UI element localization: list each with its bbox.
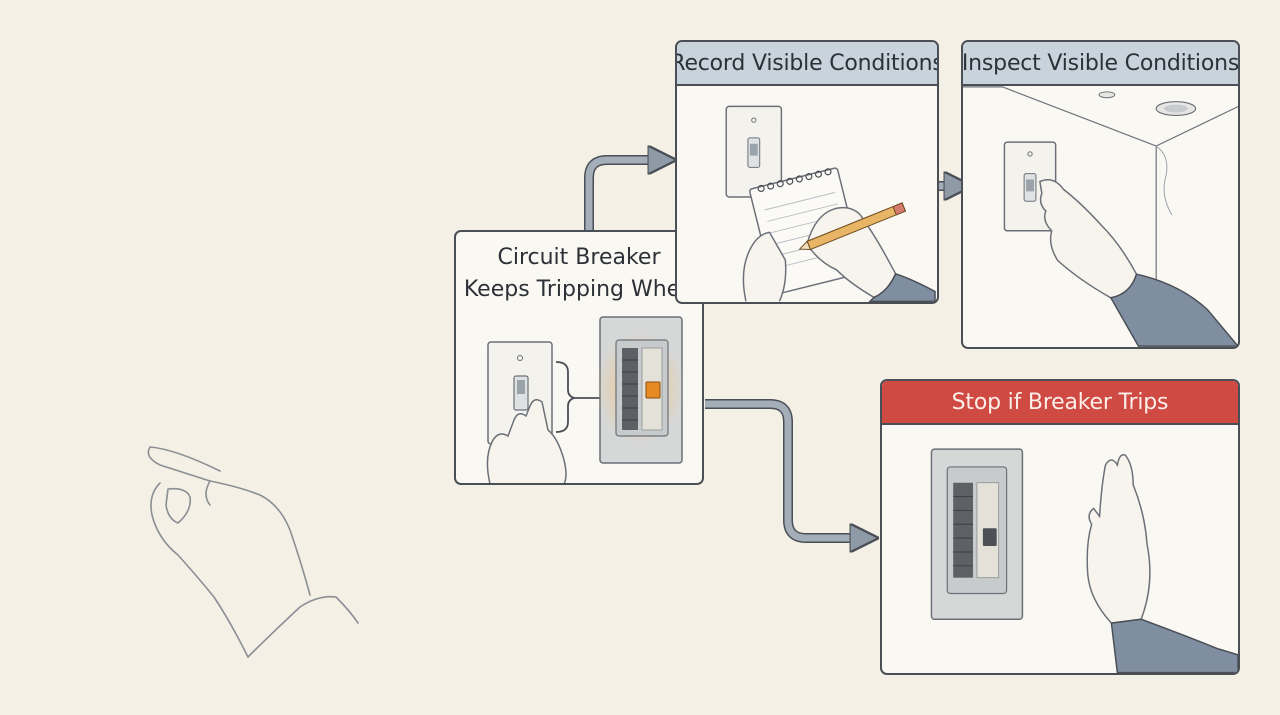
notepad-pencil-icon	[725, 105, 936, 302]
step-stop-panel: Stop if Breaker Trips	[880, 379, 1240, 675]
start-panel: Circuit Breaker Keeps Tripping When	[454, 230, 704, 485]
start-title-line-1: Circuit Breaker	[497, 245, 661, 270]
step-inspect-title: Inspect Visible Conditions	[963, 42, 1238, 86]
start-title: Circuit Breaker Keeps Tripping When	[456, 242, 702, 306]
step-inspect-panel: Inspect Visible Conditions	[961, 40, 1240, 349]
pointing-hand-icon	[147, 446, 359, 658]
stop-hand-icon	[930, 448, 1238, 673]
switch-to-breaker-illustration	[486, 316, 684, 483]
hand-on-switch-icon	[486, 399, 567, 483]
step-record-title: Record Visible Conditions	[677, 42, 937, 86]
switch-inspection-icon	[963, 86, 1238, 347]
arrow-to-record	[584, 160, 668, 232]
start-title-line-2: Keeps Tripping When	[463, 277, 695, 302]
step-record-panel: Record Visible Conditions	[675, 40, 939, 304]
step-stop-title: Stop if Breaker Trips	[882, 381, 1238, 425]
arrow-to-stop	[705, 399, 870, 538]
